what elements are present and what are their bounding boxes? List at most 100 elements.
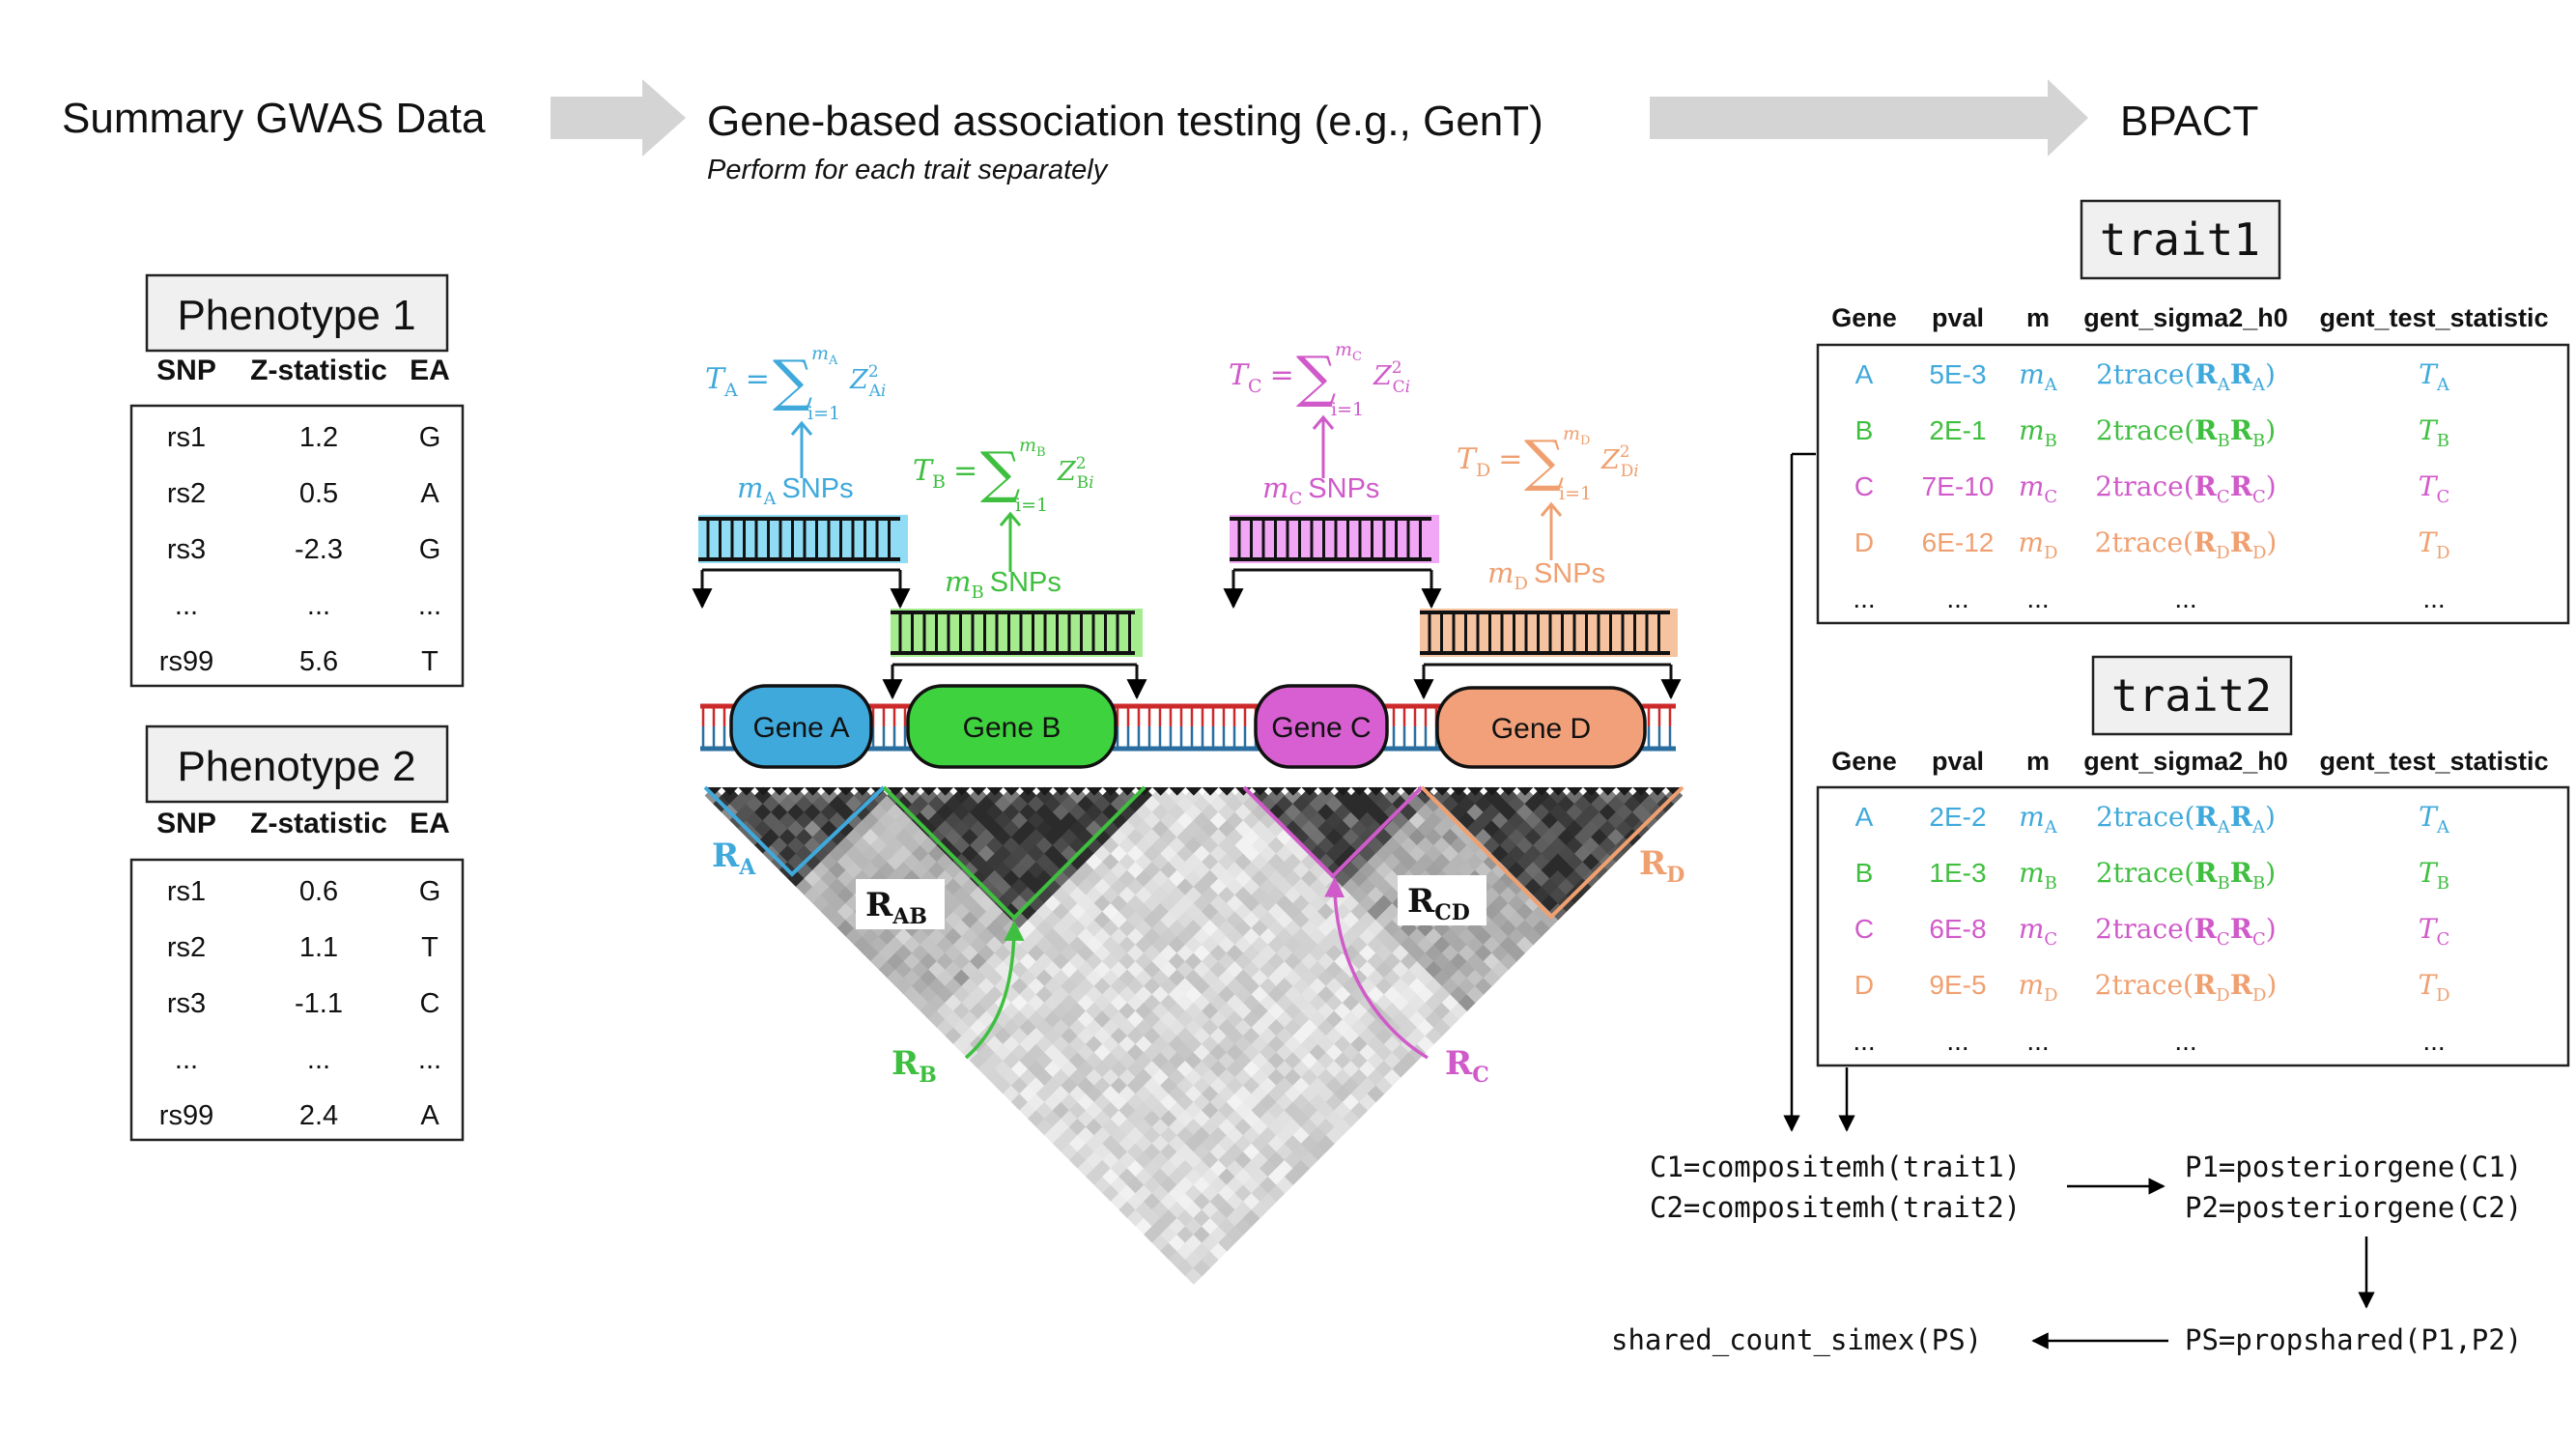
step-note: Perform for each trait separately (707, 155, 1109, 185)
math-part: A (723, 380, 738, 401)
ld-label-rcd-box (1398, 875, 1486, 925)
math-part: D (1580, 434, 1590, 448)
math-part: A (868, 382, 882, 401)
math-part: Z (1057, 457, 1077, 487)
column-header: pval (1932, 747, 1984, 776)
ld-diagonal-cell (754, 787, 772, 796)
sum-upper-limit: mA (811, 343, 838, 368)
math-part: D (2436, 543, 2449, 563)
ld-heatmap (704, 786, 1684, 1285)
math-part: A (2217, 817, 2231, 838)
math-part: Z (849, 365, 869, 395)
test-statistic-cell: TC (2419, 913, 2449, 950)
math-part: B (2252, 431, 2265, 451)
table-cell: A (420, 478, 439, 509)
ld-diagonal-cell (738, 787, 755, 796)
snp-ladder-b (891, 609, 1143, 657)
formula-lhs: TB= (913, 454, 977, 493)
ld-diagonal-cell (1433, 787, 1451, 796)
trait-data-box (1816, 785, 2570, 1067)
m-cell: mD (2019, 526, 2058, 563)
gene-cell: B (1855, 415, 1874, 445)
sigma2-cell: 2trace(RBRB) (2096, 414, 2276, 451)
pval-cell: 7E-10 (1922, 471, 1995, 501)
ld-label-rab: RAB (865, 886, 927, 929)
math-part: 2trace( (2096, 414, 2194, 446)
table-cell: rs99 (159, 1100, 213, 1131)
code-simex: shared_count_simex(PS) (1611, 1323, 1982, 1357)
table-cell: ... (418, 1044, 441, 1075)
sum-upper-limit: mD (1563, 423, 1590, 448)
math-part: 2trace( (2095, 526, 2194, 558)
math-part: T (2419, 470, 2439, 502)
gene-cell: A (1855, 802, 1874, 832)
ld-diagonal-cell (903, 787, 920, 796)
column-header: EA (410, 355, 450, 386)
snp-ladder-a (698, 515, 908, 563)
math-part: B (2045, 431, 2057, 451)
pval-cell: 6E-12 (1922, 527, 1995, 557)
math-part: 2trace( (2095, 913, 2194, 945)
math-part: R (2194, 969, 2217, 1001)
ld-diagonal-cell (1450, 787, 1467, 796)
sum-lower-limit: i=1 (1015, 495, 1048, 516)
summand-subscript: Ci (1393, 378, 1410, 397)
ld-diagonal-cell (1516, 787, 1534, 796)
ld-diagonal-cell (970, 787, 987, 796)
math-part: D (2252, 543, 2266, 563)
math-part: B (2252, 873, 2265, 894)
math-part: C (2252, 487, 2266, 507)
ld-diagonal-cell (1649, 787, 1666, 796)
math-part: D (2044, 985, 2057, 1006)
code-p2: P2=posteriorgene(C2) (2185, 1191, 2522, 1224)
math-part: C (2436, 487, 2449, 507)
ld-diagonal-cell (1401, 787, 1418, 796)
sigma2-cell: 2trace(RCRC) (2095, 470, 2276, 507)
math-part: m (2019, 414, 2045, 446)
sigma2-cell: 2trace(RARA) (2096, 358, 2276, 395)
math-part: D (2216, 543, 2229, 563)
summation-symbol: ∑ (1296, 344, 1336, 410)
table-cell: -1.1 (295, 988, 343, 1019)
gene-cell: D (1854, 527, 1874, 557)
column-header: SNP (156, 808, 216, 839)
gene-cell: C (1854, 914, 1874, 944)
summation-symbol: ∑ (980, 440, 1020, 505)
math-part: B (2045, 873, 2057, 894)
gene-label: Gene A (752, 712, 849, 744)
m-cell: mC (2019, 913, 2057, 950)
math-part: m (945, 565, 972, 598)
m-cell: mB (2019, 414, 2057, 451)
math-part: 2trace( (2095, 969, 2194, 1001)
phenotype-title-box (145, 724, 449, 804)
math-part: D (2252, 985, 2266, 1006)
math-part: ) (2265, 801, 2276, 833)
math-part: D (1514, 574, 1528, 594)
math-part: ) (2266, 526, 2277, 558)
gene-cell: B (1855, 858, 1874, 888)
sum-upper-limit: mB (1019, 435, 1046, 460)
math-part: D (2436, 985, 2449, 1006)
math-part: m (1019, 435, 1036, 456)
ld-diagonal-cell (1582, 787, 1600, 796)
pval-cell: 5E-3 (1929, 359, 1986, 389)
ld-label-rcd: RCD (1407, 882, 1470, 925)
ld-diagonal-cell (1533, 787, 1550, 796)
column-header: pval (1932, 303, 1984, 332)
math-part: ) (2265, 857, 2276, 889)
ld-diagonal-cell (1466, 787, 1485, 796)
ld-diagonal-cell (1317, 787, 1335, 796)
ld-diagonal-cell (887, 787, 904, 796)
math-part: R (2230, 801, 2253, 833)
math-part: m (811, 343, 829, 364)
test-statistic-cell: TD (2418, 969, 2449, 1006)
pval-cell: 9E-5 (1929, 970, 1986, 1000)
trait-title-box (2091, 655, 2293, 736)
